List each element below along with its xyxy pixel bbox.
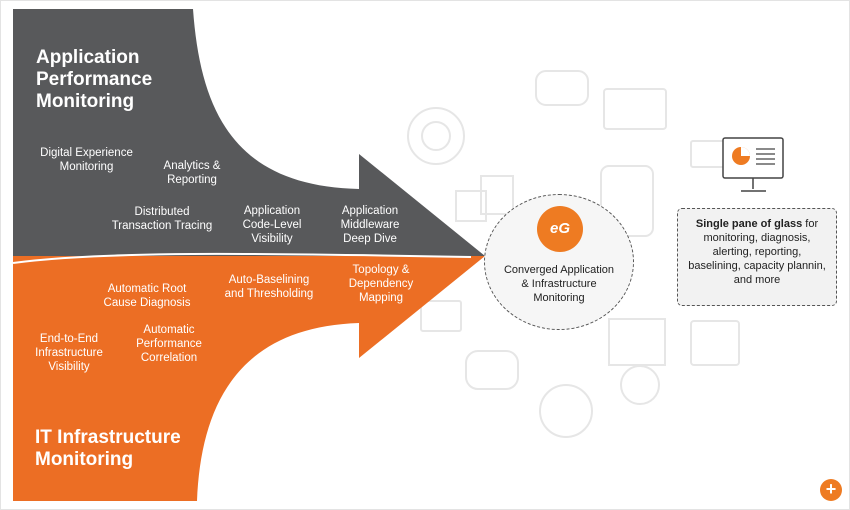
chip-ghost-icon <box>455 190 487 222</box>
list-ghost-icon <box>420 300 462 332</box>
clipboard-ghost-icon <box>690 320 740 366</box>
cloud-search-ghost-icon <box>465 350 519 390</box>
band-divider <box>12 252 472 264</box>
apm-item-digital-experience: Digital Experience Monitoring <box>40 147 133 173</box>
monitor-chart-icon <box>722 137 784 192</box>
eg-logo: eG <box>537 206 583 252</box>
single-pane-rest: for monitoring, diagnosis, alerting, rep… <box>688 218 826 286</box>
cloud-ghost-icon <box>535 70 589 106</box>
converged-label: Converged Application & Infrastructure M… <box>503 264 615 304</box>
gauge-ghost-icon <box>407 107 465 165</box>
background-icons <box>407 70 740 438</box>
server-ghost-icon-2 <box>608 318 666 366</box>
infra-item-correlation: Automatic Performance Correlation <box>136 324 202 364</box>
screen-ghost-icon <box>690 140 728 168</box>
zoom-in-icon[interactable]: + <box>820 479 842 501</box>
apm-item-analytics: Analytics & Reporting <box>163 160 221 186</box>
apm-item-code-level: Application Code-Level Visibility <box>242 205 302 245</box>
apm-item-middleware: Application Middleware Deep Dive <box>340 205 400 245</box>
apm-item-transaction-tracing: Distributed Transaction Tracing <box>111 206 213 232</box>
infra-title: IT Infrastructure Monitoring <box>35 427 181 470</box>
apm-band <box>13 9 485 256</box>
globe-ghost-icon <box>539 384 593 438</box>
infra-item-baselining: Auto-Baselining and Thresholding <box>224 274 314 300</box>
gear-ghost-icon <box>620 365 660 405</box>
keyboard-ghost-icon <box>603 88 667 130</box>
server-ghost-icon-1 <box>480 175 514 215</box>
infra-band <box>13 256 485 501</box>
single-pane-bold: Single pane of glass <box>695 218 803 230</box>
infra-item-topology: Topology & Dependency Mapping <box>348 264 414 304</box>
infra-item-root-cause: Automatic Root Cause Diagnosis <box>103 283 191 309</box>
single-pane-text: Single pane of glass for monitoring, dia… <box>685 217 829 287</box>
infra-item-end-to-end: End-to-End Infrastructure Visibility <box>35 333 103 373</box>
single-pane-box <box>677 208 837 306</box>
apm-title: Application Performance Monitoring <box>36 47 153 112</box>
